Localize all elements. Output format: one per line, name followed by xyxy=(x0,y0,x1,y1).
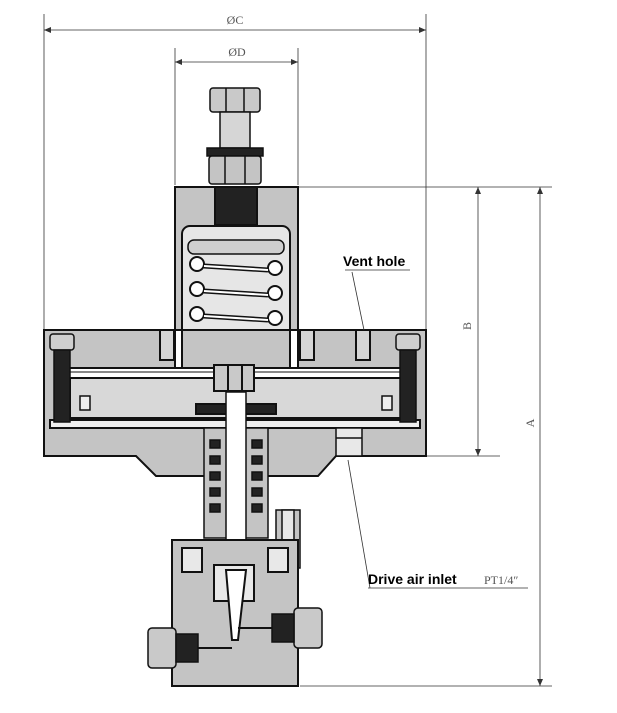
left-cap-screw xyxy=(49,333,91,423)
drive-air-inlet-label: Drive air inlet xyxy=(368,571,457,587)
dimension-c xyxy=(43,14,427,330)
valve-stem xyxy=(203,391,301,569)
vent-hole-label: Vent hole xyxy=(343,253,405,269)
dimension-b xyxy=(298,186,500,457)
right-cap-screw xyxy=(381,333,421,423)
right-fitting xyxy=(238,607,323,649)
drive-air-inlet-port xyxy=(335,427,363,457)
dimension-d xyxy=(174,48,299,185)
dimension-a xyxy=(300,186,552,687)
left-fitting xyxy=(147,627,232,669)
dimension-d-label: ØD xyxy=(228,45,246,59)
dimension-c-label: ØC xyxy=(227,13,244,27)
dimension-a-label: A xyxy=(523,418,537,427)
thread-size-label: PT1/4″ xyxy=(484,573,518,587)
drive-air-inlet-leader xyxy=(347,459,528,589)
lower-valve-body xyxy=(171,539,299,687)
adjusting-bolt xyxy=(206,87,264,185)
vent-hole-leader xyxy=(345,269,410,331)
dimension-b-label: B xyxy=(460,322,474,330)
